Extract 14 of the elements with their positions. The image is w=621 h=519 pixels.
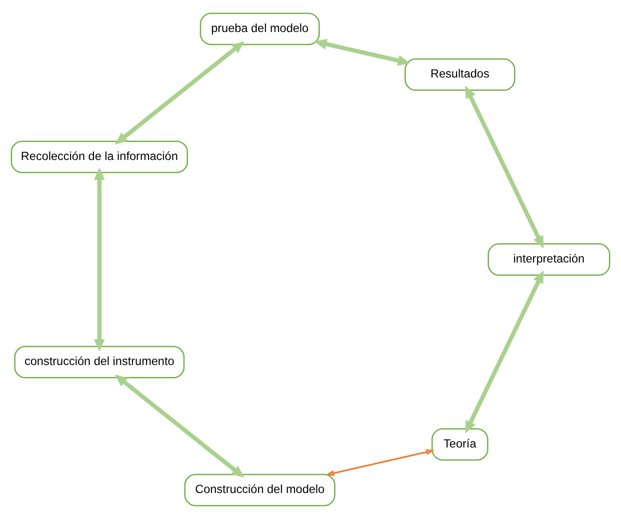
arrow (94, 167, 105, 352)
arrow (465, 86, 544, 248)
arrow (465, 270, 544, 434)
node-box: Recolección de la información (10, 140, 188, 174)
node-box: prueba del modelo (200, 12, 320, 46)
arrow (114, 41, 244, 144)
arrow (326, 449, 435, 476)
arrow (314, 38, 410, 66)
node-box: interpretación (488, 243, 610, 276)
node-box: Teoría (432, 428, 488, 461)
node-box: Resultados (404, 58, 516, 91)
node-box: Construcción del modelo (184, 474, 336, 506)
arrow (114, 374, 244, 478)
node-box: construcción del instrumento (14, 346, 185, 378)
